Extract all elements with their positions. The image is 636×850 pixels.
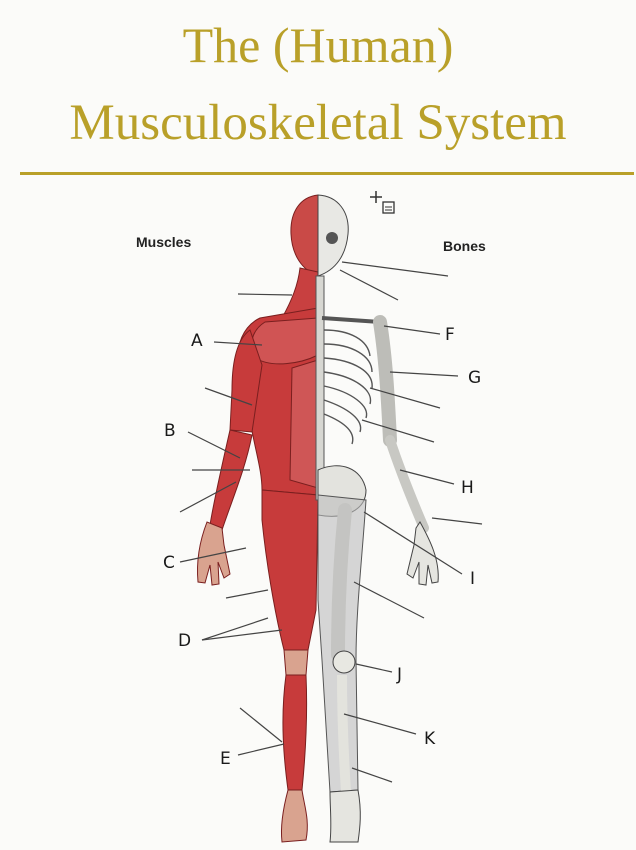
muscles-label: Muscles [136,234,192,250]
leader-lines-muscles [179,293,293,756]
label-E: E [220,749,231,769]
label-I: I [470,569,475,589]
head-muscle [290,194,319,277]
humerus [373,315,397,447]
hand-left [197,521,231,586]
title-line-1: The (Human) [182,17,454,73]
spine [315,275,325,501]
foot-left [281,789,308,843]
abdominal-muscle [289,359,319,489]
label-F: F [445,325,455,345]
leader-lines-bones [339,261,483,783]
calf-muscle [282,674,308,791]
label-H: H [461,478,474,498]
tibia [337,674,351,793]
eye-socket [326,232,338,244]
label-G: G [468,368,481,388]
label-C: C [163,553,175,573]
label-A: A [191,331,203,351]
foot-right [329,789,361,843]
forearm-muscle [209,429,253,531]
bone-half [315,194,439,843]
forearm-bones [385,435,429,533]
upper-arm-muscle [229,329,263,433]
chest-muscle [251,317,319,365]
label-D: D [178,631,191,651]
rib-cage [323,329,373,445]
thigh-muscle [261,489,319,651]
label-J: J [396,665,402,685]
patella [332,650,356,674]
knee-muscle [283,649,309,676]
label-B: B [164,421,176,441]
label-K: K [424,729,436,749]
title-line-2: Musculoskeletal System [69,95,567,151]
crosshair-cursor-icon [370,191,395,214]
clavicle [321,316,381,324]
hand-right [406,521,439,586]
muscle-half [197,194,319,843]
bones-label: Bones [443,238,486,254]
title-rule [20,172,634,175]
